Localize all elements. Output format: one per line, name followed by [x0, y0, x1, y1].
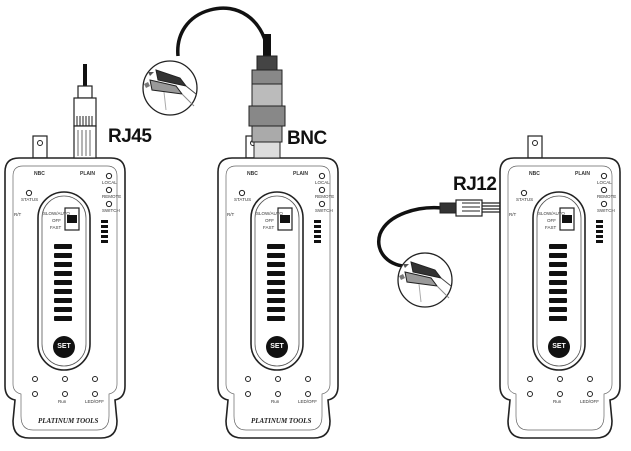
t1-label-local: LOCAL [102, 180, 117, 185]
label-rj12: RJ12 [453, 174, 497, 195]
t2-label-rt: R/T [227, 212, 235, 217]
t3-label-run: Run [553, 399, 562, 404]
alligator-clips-bnc [142, 60, 198, 116]
t2-label-plain: PLAIN [293, 171, 308, 177]
t2-label-run: Run [271, 399, 280, 404]
t2-label-local: LOCAL [315, 180, 330, 185]
t3-label-local: LOCAL [597, 180, 612, 185]
t2-label-slow: SLOW/AUTO [256, 211, 283, 216]
t1-label-rot: LED/OFF [85, 399, 105, 404]
t1-label-switch: SWITCH [102, 208, 120, 213]
label-rj45: RJ45 [108, 126, 152, 147]
alligator-clips-rj12 [397, 252, 453, 308]
rj12-plug [377, 199, 500, 268]
t1-label-slow: SLOW/AUTO [43, 211, 70, 216]
t3-label-nbc: NBC [529, 171, 540, 177]
t1-label-nbc: NBC [34, 171, 45, 177]
t1-label-status: STATUS [21, 197, 39, 202]
t1-label-run: Run [58, 399, 67, 404]
t3-label-switch: SWITCH [597, 208, 615, 213]
t3-label-remote: REMOTE [597, 194, 617, 199]
t3-set-button[interactable]: SET [552, 343, 566, 350]
t1-set-button[interactable]: SET [57, 343, 71, 350]
label-bnc: BNC [287, 128, 327, 149]
t3-label-rot: LED/OFF [580, 399, 600, 404]
t2-label-off: OFF [265, 218, 274, 223]
t3-label-plain: PLAIN [575, 171, 590, 177]
t2-label-switch: SWITCH [315, 208, 333, 213]
t1-label-remote: REMOTE [102, 194, 122, 199]
t1-label-off: OFF [52, 218, 61, 223]
t2-label-status: STATUS [234, 197, 252, 202]
t1-label-rt: R/T [14, 212, 22, 217]
t2-label-rot: LED/OFF [298, 399, 318, 404]
t2-set-button[interactable]: SET [270, 343, 284, 350]
bnc-connector [176, 6, 286, 159]
t3-label-slow: SLOW/AUTO [538, 211, 565, 216]
t3-label-off: OFF [547, 218, 556, 223]
t3-label-fast: FAST [545, 225, 557, 230]
t2-label-fast: FAST [263, 225, 275, 230]
t1-brand-logo: PLATINUM TOOLS [38, 417, 99, 425]
t1-label-fast: FAST [50, 225, 62, 230]
t1-label-plain: PLAIN [80, 171, 95, 177]
t3-label-rt: R/T [509, 212, 517, 217]
t2-label-nbc: NBC [247, 171, 258, 177]
rj45-plug [73, 64, 97, 159]
t3-label-status: STATUS [516, 197, 534, 202]
t2-label-remote: REMOTE [315, 194, 335, 199]
t2-brand-logo: PLATINUM TOOLS [251, 417, 312, 425]
